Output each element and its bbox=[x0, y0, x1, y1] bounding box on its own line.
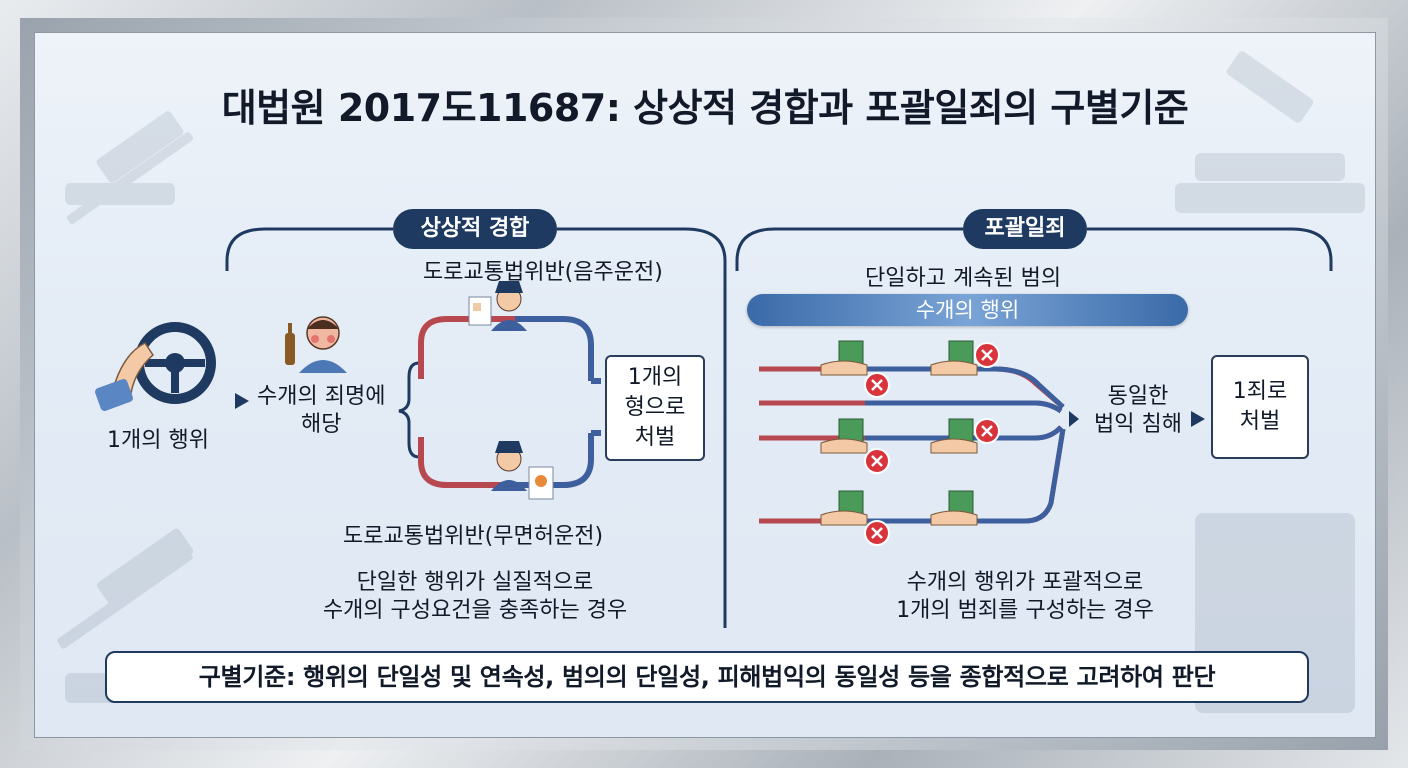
same-interest-label: 동일한 법익 침해 bbox=[1094, 384, 1182, 437]
left-bracket-right bbox=[557, 227, 727, 628]
money-hand-icon bbox=[820, 340, 868, 376]
path-red bbox=[418, 316, 515, 379]
path-blue bbox=[515, 316, 594, 381]
right-bracket-left bbox=[735, 227, 963, 271]
money-hand-icon bbox=[820, 490, 868, 526]
gavel-icon bbox=[1175, 51, 1365, 213]
arrow-icon bbox=[1191, 411, 1205, 427]
path-blue bbox=[505, 433, 594, 488]
multiple-acts-bar: 수개의 행위 bbox=[747, 294, 1188, 326]
x-mark-icon bbox=[974, 418, 1000, 444]
result-box-one-crime: 1죄로 처벌 bbox=[1211, 355, 1309, 459]
single-intent-label: 단일하고 계속된 범의 bbox=[865, 266, 1062, 291]
left-bracket-left bbox=[225, 227, 393, 271]
police-officer-icon bbox=[468, 281, 527, 331]
bottom-crime-label: 도로교통법위반(무면허운전) bbox=[343, 524, 604, 549]
x-mark-icon bbox=[974, 342, 1000, 368]
brace bbox=[398, 361, 420, 459]
flow-diagram bbox=[95, 227, 1333, 628]
infographic-board: 대법원 2017도11687: 상상적 경합과 포괄일죄의 구별기준 bbox=[34, 32, 1376, 738]
top-crime-label: 도로교통법위반(음주운전) bbox=[423, 260, 663, 285]
comprehensive-caption: 수개의 행위가 포괄적으로 1개의 범죄를 구성하는 경우 bbox=[896, 570, 1154, 623]
money-hand-icon bbox=[930, 418, 978, 454]
arrow-icon bbox=[235, 393, 249, 409]
path-red bbox=[418, 437, 505, 488]
money-hand-icon bbox=[930, 340, 978, 376]
gavel-icon bbox=[65, 111, 194, 224]
single-act-label: 1개의 행위 bbox=[107, 428, 209, 453]
criteria-banner: 구별기준: 행위의 단일성 및 연속성, 범의의 단일성, 피해법익의 동일성 … bbox=[105, 651, 1309, 703]
steering-wheel-icon bbox=[95, 322, 216, 411]
concurrence-caption: 단일한 행위가 실질적으로 수개의 구성요건을 충족하는 경우 bbox=[322, 570, 628, 623]
result-box-single-sentence: 1개의 형으로 처벌 bbox=[605, 355, 705, 461]
page-title: 대법원 2017도11687: 상상적 경합과 포괄일죄의 구별기준 bbox=[221, 86, 1189, 130]
multiple-crimes-label: 수개의 죄명에 해당 bbox=[257, 384, 386, 437]
drunk-driver-icon bbox=[285, 316, 347, 373]
act-lines bbox=[759, 366, 1205, 524]
money-hand-icon bbox=[930, 490, 978, 526]
x-mark-icon bbox=[864, 448, 890, 474]
x-mark-icon bbox=[864, 372, 890, 398]
money-hand-icon bbox=[820, 418, 868, 454]
police-officer-icon bbox=[491, 441, 554, 500]
right-bracket-right bbox=[1087, 227, 1333, 271]
x-mark-icon bbox=[864, 520, 890, 546]
section-header-comprehensive: 포괄일죄 bbox=[963, 209, 1087, 249]
section-header-concurrence: 상상적 경합 bbox=[393, 209, 557, 249]
